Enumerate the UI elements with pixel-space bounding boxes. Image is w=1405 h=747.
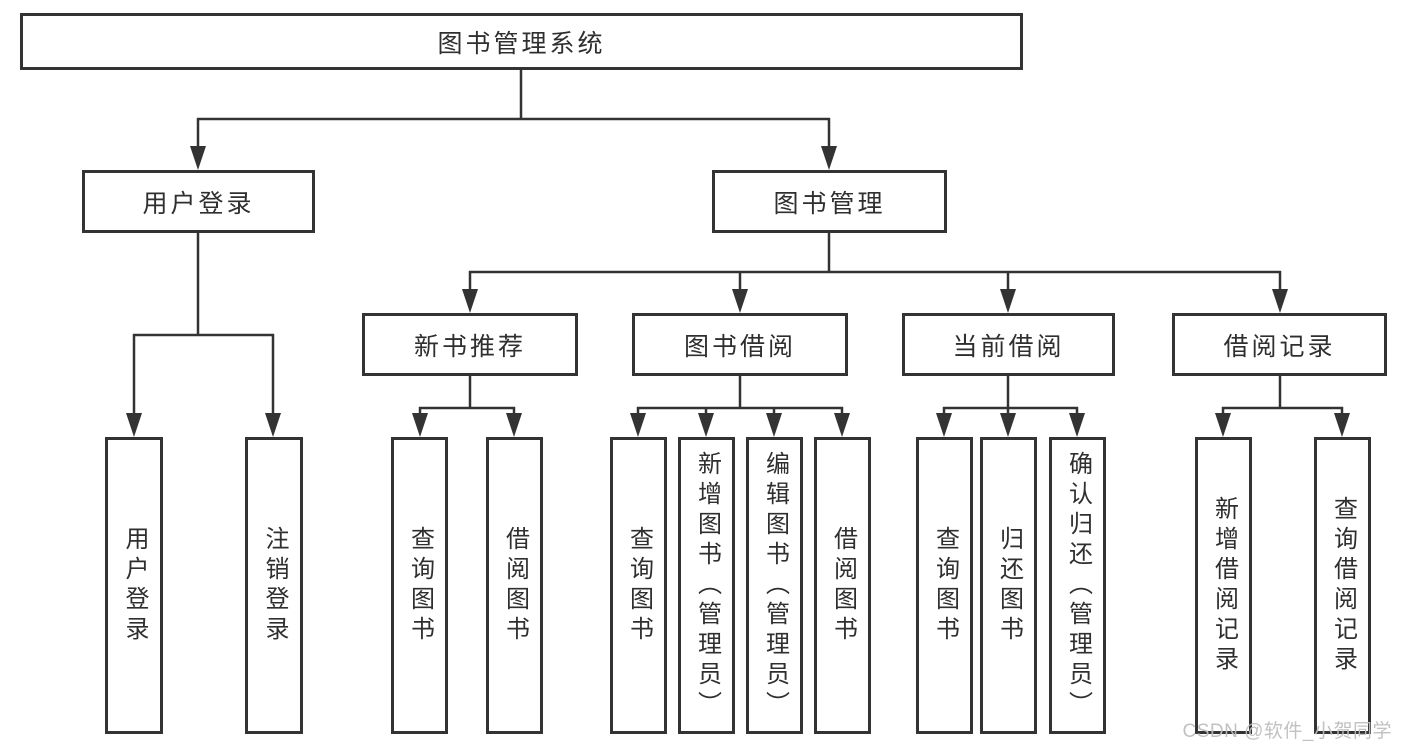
connector-book-borrow-to-leaves [630, 374, 850, 437]
csdn-watermark: CSDN @软件_小贺同学 [1182, 721, 1392, 742]
leaf-add-borrow-record: 新增借阅记录 [1195, 437, 1252, 734]
leaf-query-borrow-record: 查询借阅记录 [1314, 437, 1371, 734]
leaf-query-books-recommend: 查询图书 [391, 437, 448, 734]
leaf-add-books-admin: 新增图书（管理员） [678, 437, 735, 734]
leaf-query-books-borrow: 查询图书 [610, 437, 667, 734]
node-current-borrow: 当前借阅 [902, 313, 1115, 376]
node-book-management: 图书管理 [712, 170, 947, 233]
connector-book-management-to-level3 [462, 231, 1288, 313]
connector-current-borrow-to-leaves [936, 374, 1085, 437]
leaf-query-books-current: 查询图书 [916, 437, 973, 734]
leaf-logout: 注销登录 [245, 437, 303, 734]
node-new-book-recommend: 新书推荐 [362, 313, 578, 376]
connector-borrow-records-to-leaves [1215, 374, 1350, 437]
node-root-library-system: 图书管理系统 [20, 13, 1023, 70]
connector-root-to-level2 [190, 69, 837, 170]
leaf-borrow-books: 借阅图书 [814, 437, 871, 734]
leaf-edit-books-admin: 编辑图书（管理员） [746, 437, 803, 734]
connector-new-book-recommend-to-leaves [412, 374, 522, 437]
node-book-borrow: 图书借阅 [632, 313, 848, 376]
node-user-login: 用户登录 [82, 170, 315, 233]
leaf-borrow-books-recommend: 借阅图书 [486, 437, 543, 734]
leaf-confirm-return-admin: 确认归还（管理员） [1049, 437, 1106, 734]
connector-user-login-to-leaves [126, 231, 281, 437]
leaf-user-login: 用户登录 [105, 437, 163, 734]
node-borrow-records: 借阅记录 [1172, 313, 1387, 376]
leaf-return-books: 归还图书 [980, 437, 1037, 734]
